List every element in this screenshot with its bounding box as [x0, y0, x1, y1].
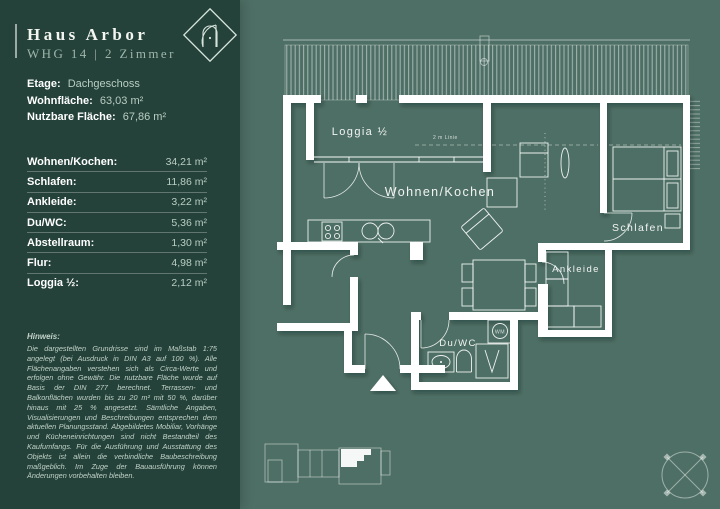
area-label: Du/WC:	[27, 216, 67, 229]
shower	[475, 343, 509, 379]
bedroom-furniture	[612, 146, 682, 229]
chair	[461, 263, 474, 283]
table-row: Abstellraum: 1,30 m²	[27, 232, 207, 252]
key-plan-highlight	[341, 449, 371, 467]
area-label: Abstellraum:	[27, 236, 95, 249]
brand-rule	[15, 24, 17, 58]
room-label-living: Wohnen/Kochen	[385, 185, 495, 199]
toilet	[456, 349, 472, 372]
table-row: Flur: 4,98 m²	[27, 252, 207, 272]
walls	[277, 95, 690, 390]
floor-plan: WM 2 m Linie Loggia ½ Wohnen/Kochen Schl…	[264, 35, 709, 499]
info-row-nutzflaeche: Nutzbare Fläche: 67,86 m²	[27, 109, 220, 126]
table-row: Loggia ½: 2,12 m²	[27, 272, 207, 293]
area-label: Schlafen:	[27, 175, 77, 188]
kitchen-counter	[307, 219, 431, 244]
radiator	[560, 147, 570, 179]
door-arcs	[323, 162, 633, 370]
area-label: Wohnen/Kochen:	[27, 155, 118, 168]
dimension-line-2m: 2 m Linie	[289, 133, 681, 230]
table-row: Schlafen: 11,86 m²	[27, 171, 207, 191]
logo-diamond-icon	[182, 7, 238, 63]
table-row: Wohnen/Kochen: 34,21 m²	[27, 152, 207, 171]
key-facts: Etage: Dachgeschoss Wohnfläche: 63,03 m²…	[27, 76, 220, 126]
compass-icon	[661, 451, 709, 499]
washbasin	[427, 351, 455, 373]
nightstand	[664, 213, 681, 229]
wm-label: WM	[495, 330, 505, 336]
chair	[524, 263, 537, 283]
area-label: Loggia ½:	[27, 277, 79, 290]
area-value: 4,98 m²	[171, 257, 207, 270]
wardrobes	[545, 251, 602, 328]
sink-icon	[377, 222, 395, 240]
pillow	[666, 182, 679, 209]
note-heading: Hinweis:	[27, 332, 60, 341]
bath-fixtures: WM	[427, 319, 513, 379]
room-label-bath: Du/WC	[439, 338, 477, 349]
table-row: Du/WC: 5,36 m²	[27, 211, 207, 232]
washing-machine-icon	[487, 319, 513, 344]
chair	[524, 287, 537, 307]
chair	[461, 287, 474, 307]
info-row-wohnflaeche: Wohnfläche: 63,03 m²	[27, 93, 220, 110]
living-furniture	[461, 142, 570, 311]
area-label: Flur:	[27, 257, 52, 270]
room-label-sleeping: Schlafen	[612, 222, 664, 234]
dim-line-label: 2 m Linie	[433, 135, 458, 141]
area-value: 3,22 m²	[171, 196, 207, 209]
entrance-arrow	[370, 375, 396, 391]
info-label: Wohnfläche:	[27, 94, 93, 107]
room-label-loggia: Loggia ½	[332, 126, 388, 138]
sink-icon	[361, 222, 379, 240]
area-table: Wohnen/Kochen: 34,21 m² Schlafen: 11,86 …	[27, 152, 207, 293]
disclaimer-note: Hinweis: Die dargestellten Grundrisse si…	[27, 332, 217, 481]
page-subtitle: WHG 14 | 2 Zimmer	[27, 46, 176, 61]
sidebar: Haus Arbor WHG 14 | 2 Zimmer Etage: Dach…	[0, 0, 240, 509]
stove-icon	[321, 221, 343, 242]
page-title: Haus Arbor	[27, 25, 149, 44]
area-value: 1,30 m²	[171, 236, 207, 249]
info-value: 67,86 m²	[122, 111, 167, 123]
info-value: 63,03 m²	[99, 94, 144, 107]
armchair	[461, 208, 503, 250]
key-plan	[264, 443, 391, 485]
info-value: Dachgeschoss	[67, 78, 140, 90]
info-row-etage: Etage: Dachgeschoss	[27, 76, 220, 93]
coffee-table	[486, 177, 518, 208]
info-label: Etage:	[27, 78, 61, 90]
room-label-dressing: Ankleide	[552, 264, 600, 275]
loggia-window	[314, 156, 483, 163]
area-value: 34,21 m²	[165, 155, 207, 168]
area-value: 11,86 m²	[166, 175, 207, 188]
area-value: 2,12 m²	[171, 277, 207, 290]
sofa	[519, 142, 549, 178]
pillow	[666, 150, 679, 177]
table-row: Ankleide: 3,22 m²	[27, 191, 207, 212]
info-label: Nutzbare Fläche:	[27, 111, 116, 123]
note-body: Die dargestellten Grundrisse sind im Maß…	[27, 344, 217, 481]
area-label: Ankleide:	[27, 196, 77, 209]
area-value: 5,36 m²	[171, 216, 207, 229]
dining-table	[472, 259, 526, 311]
